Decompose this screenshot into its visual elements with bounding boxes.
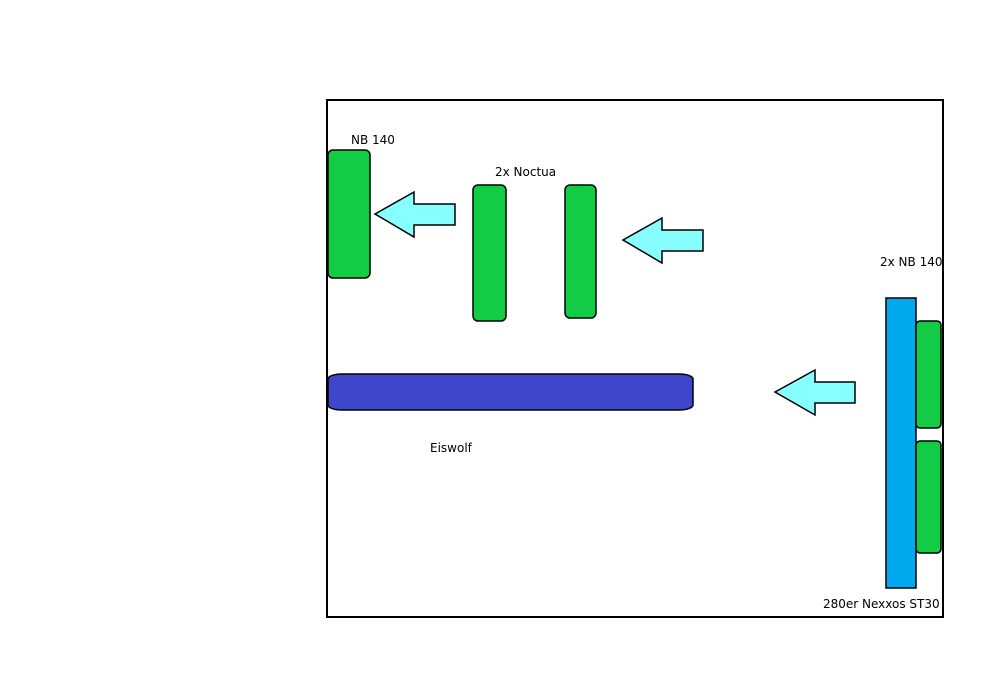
noctua-fan-right [564,184,597,319]
rear-fan-nb140 [327,149,371,279]
airflow-arrow-icon [773,368,856,417]
case-outline [326,99,944,618]
airflow-arrow-icon [373,190,456,239]
radiator-fan-bottom [915,440,942,554]
radiator-280er-nexxos [885,297,917,589]
label-radiator: 280er Nexxos ST30 [823,597,940,611]
noctua-fan-left [472,184,507,322]
label-nb140-pair: 2x NB 140 [880,255,942,269]
label-eiswolf: Eiswolf [430,441,473,455]
eiswolf-block [327,373,694,411]
radiator-fan-top [915,320,942,429]
airflow-arrow-icon [621,216,704,265]
label-nb140: NB 140 [351,133,395,147]
label-noctua: 2x Noctua [495,165,556,179]
